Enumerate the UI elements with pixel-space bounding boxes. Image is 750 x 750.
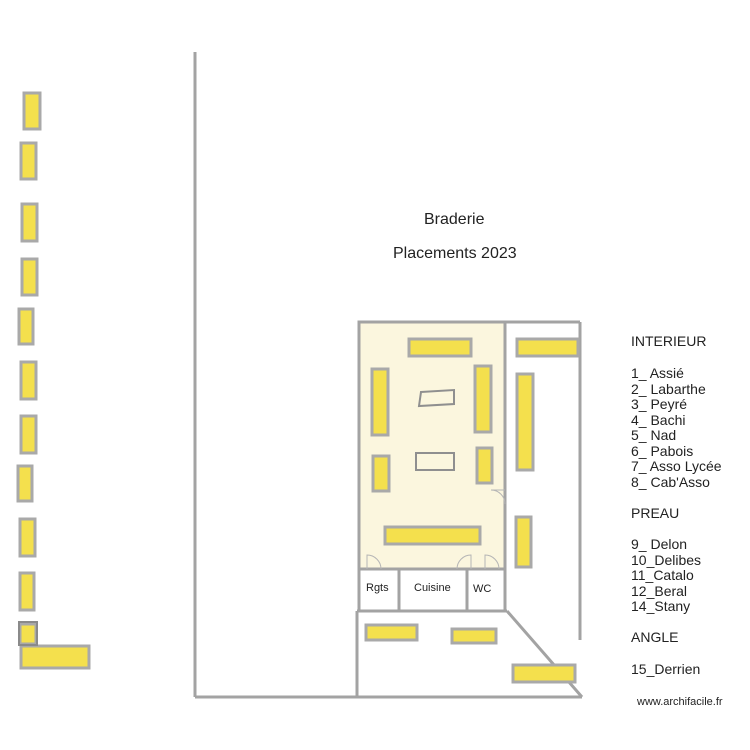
stand — [20, 202, 39, 243]
stand — [450, 627, 498, 645]
legend-heading-preau: PREAU — [631, 505, 680, 521]
stand — [371, 454, 391, 493]
legend-item: 4_ Bachi — [631, 411, 686, 428]
plan-title: Braderie — [424, 211, 485, 228]
legend-item: 10_Delibes — [631, 551, 702, 568]
legend-heading-interieur: INTERIEUR — [631, 333, 707, 349]
stand — [16, 464, 34, 503]
plan-subtitle: Placements 2023 — [393, 245, 517, 262]
legend-item: 11_Catalo — [631, 567, 694, 583]
room-label-cuisine: Cuisine — [414, 582, 451, 594]
legend-item: 1_ Assié — [631, 365, 684, 381]
stand — [19, 414, 38, 455]
room-label-rgts: Rgts — [366, 582, 389, 594]
stand — [19, 360, 38, 401]
legend-item: 9_ Delon — [631, 536, 688, 552]
stand-marker — [18, 621, 38, 646]
stand — [18, 571, 36, 612]
stand — [383, 525, 482, 546]
stand — [473, 364, 493, 434]
stand — [515, 372, 535, 472]
stand — [18, 622, 38, 646]
door-swings — [366, 489, 506, 570]
stand — [407, 337, 473, 358]
stand — [514, 515, 533, 569]
stand — [515, 337, 580, 358]
stand — [19, 644, 91, 670]
walls — [193, 52, 584, 699]
stand — [17, 307, 35, 346]
legend-item: 8_ Cab'Asso — [631, 473, 710, 490]
credit-link[interactable]: www.archifacile.fr — [637, 696, 723, 708]
stand — [22, 91, 42, 131]
legend-item: 2_ Labarthe — [631, 380, 706, 397]
legend-item: 12_Beral — [631, 582, 688, 599]
stands — [16, 91, 580, 684]
legend-item: 5_ Nad — [631, 427, 677, 443]
stand — [20, 257, 39, 297]
legend-item: 7_ Asso Lycée — [631, 458, 722, 474]
legend-item: 14_Stany — [631, 598, 691, 614]
stand — [511, 663, 577, 684]
legend-item: 15_Derrien — [631, 661, 701, 677]
stand — [18, 517, 37, 558]
stand — [370, 367, 390, 437]
tables — [415, 388, 455, 471]
legend-heading-angle: ANGLE — [631, 629, 679, 645]
stand — [364, 623, 419, 642]
legend-item: 6_ Pabois — [631, 442, 694, 459]
room-label-wc: WC — [473, 583, 492, 595]
stand — [475, 446, 494, 485]
legend-item: 3_ Peyré — [631, 396, 688, 412]
stand — [19, 141, 38, 181]
